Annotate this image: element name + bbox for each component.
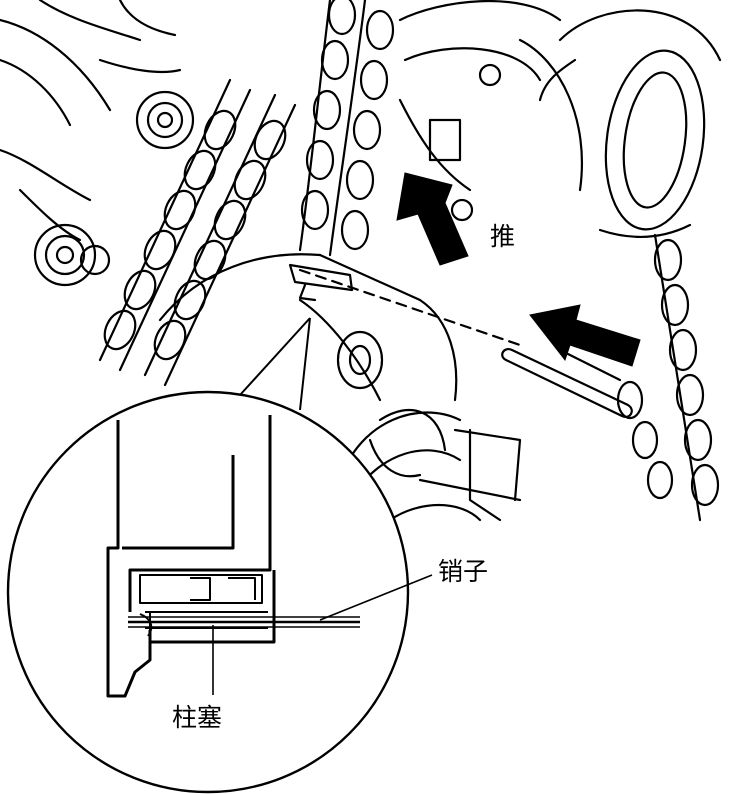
pin-insertion — [298, 268, 633, 418]
plunger-label: 柱塞 — [172, 703, 223, 732]
idler-pulley-lower — [33, 223, 111, 287]
right-sprocket — [538, 9, 722, 238]
idler-pulley-upper — [135, 90, 195, 150]
timing-chain-right — [616, 233, 720, 522]
callout-leader — [239, 317, 311, 411]
pin-label: 销子 — [438, 557, 489, 586]
push-arrow-up — [396, 172, 469, 266]
engine-housing-outline — [0, 0, 182, 242]
push-label: 推 — [490, 222, 516, 251]
detail-magnifier — [6, 390, 433, 794]
pin-leader-line — [319, 574, 433, 621]
timing-chain-middle — [298, 0, 395, 257]
chain-tensioner-body — [158, 253, 522, 502]
push-arrow-right — [529, 304, 641, 367]
timing-chain-left — [98, 78, 297, 387]
camshaft-sprocket — [398, 0, 584, 222]
